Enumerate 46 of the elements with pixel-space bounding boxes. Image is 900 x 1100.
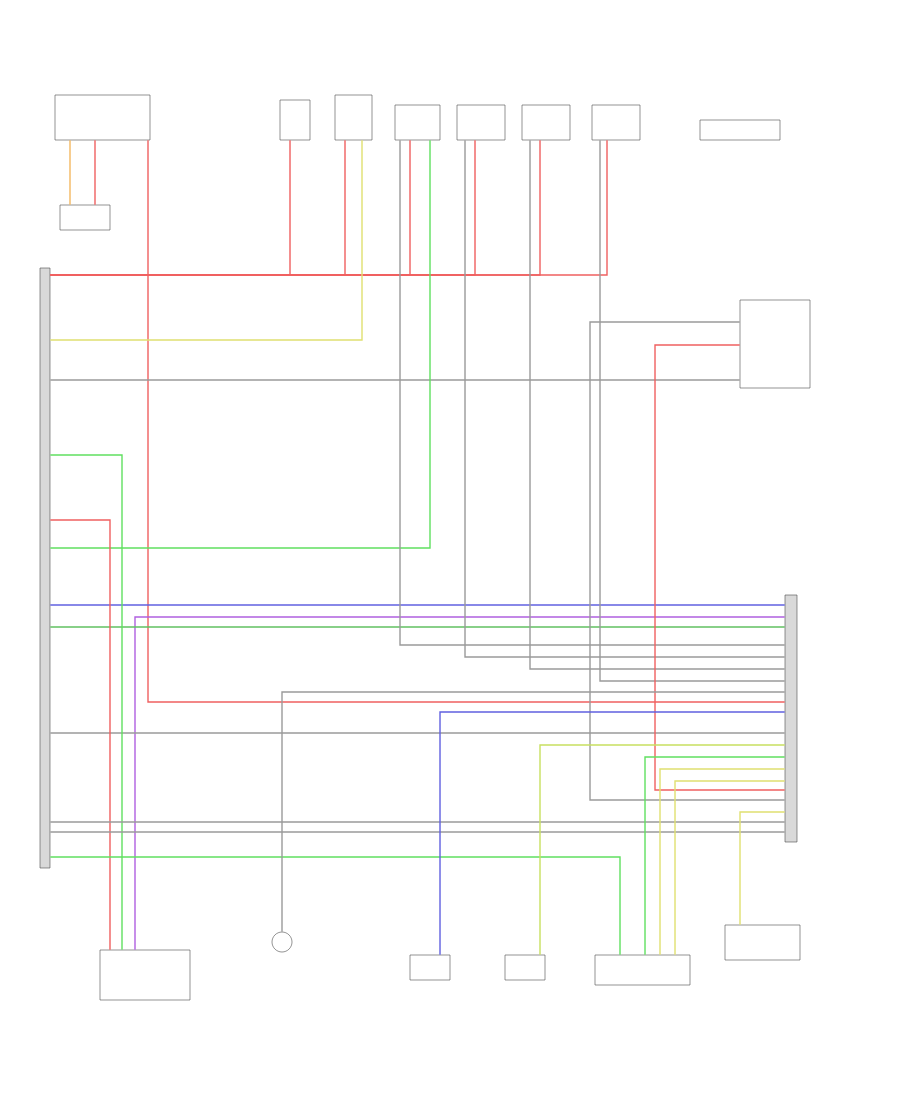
component-box — [54, 94, 151, 141]
component-box — [409, 954, 451, 981]
wire — [49, 139, 431, 549]
wire — [49, 626, 786, 628]
component-box — [334, 94, 373, 141]
component-box — [594, 954, 691, 986]
component-box — [699, 119, 781, 141]
wire — [134, 616, 786, 951]
wire — [49, 604, 786, 606]
wire — [49, 856, 621, 956]
wire — [49, 732, 786, 734]
wire — [281, 691, 786, 933]
wire — [49, 519, 111, 951]
wire — [49, 831, 786, 833]
wire — [49, 821, 786, 823]
wire — [659, 768, 786, 956]
wire — [94, 139, 96, 206]
wire — [69, 139, 71, 206]
wire — [674, 780, 786, 956]
component-box — [504, 954, 546, 981]
component-box — [456, 104, 506, 141]
component-box — [591, 104, 641, 141]
wire — [49, 139, 363, 341]
wire — [644, 756, 786, 956]
wire — [399, 139, 786, 646]
wire — [147, 139, 786, 703]
wire — [599, 139, 786, 682]
component-box — [521, 104, 571, 141]
component-box — [59, 204, 111, 231]
component-box — [739, 299, 811, 389]
wire — [654, 344, 786, 791]
wire — [739, 811, 786, 926]
connector-strip — [39, 267, 51, 869]
component-box — [724, 924, 801, 961]
wire — [464, 139, 786, 658]
sensor-circle — [271, 931, 293, 953]
component-box — [279, 99, 311, 141]
wire — [589, 321, 786, 801]
wire — [529, 139, 786, 670]
connector-strip — [784, 594, 798, 843]
wire — [49, 379, 741, 381]
component-box — [394, 104, 441, 141]
wire — [49, 454, 123, 951]
component-box — [99, 949, 191, 1001]
wire — [539, 744, 786, 956]
wire — [439, 711, 786, 956]
